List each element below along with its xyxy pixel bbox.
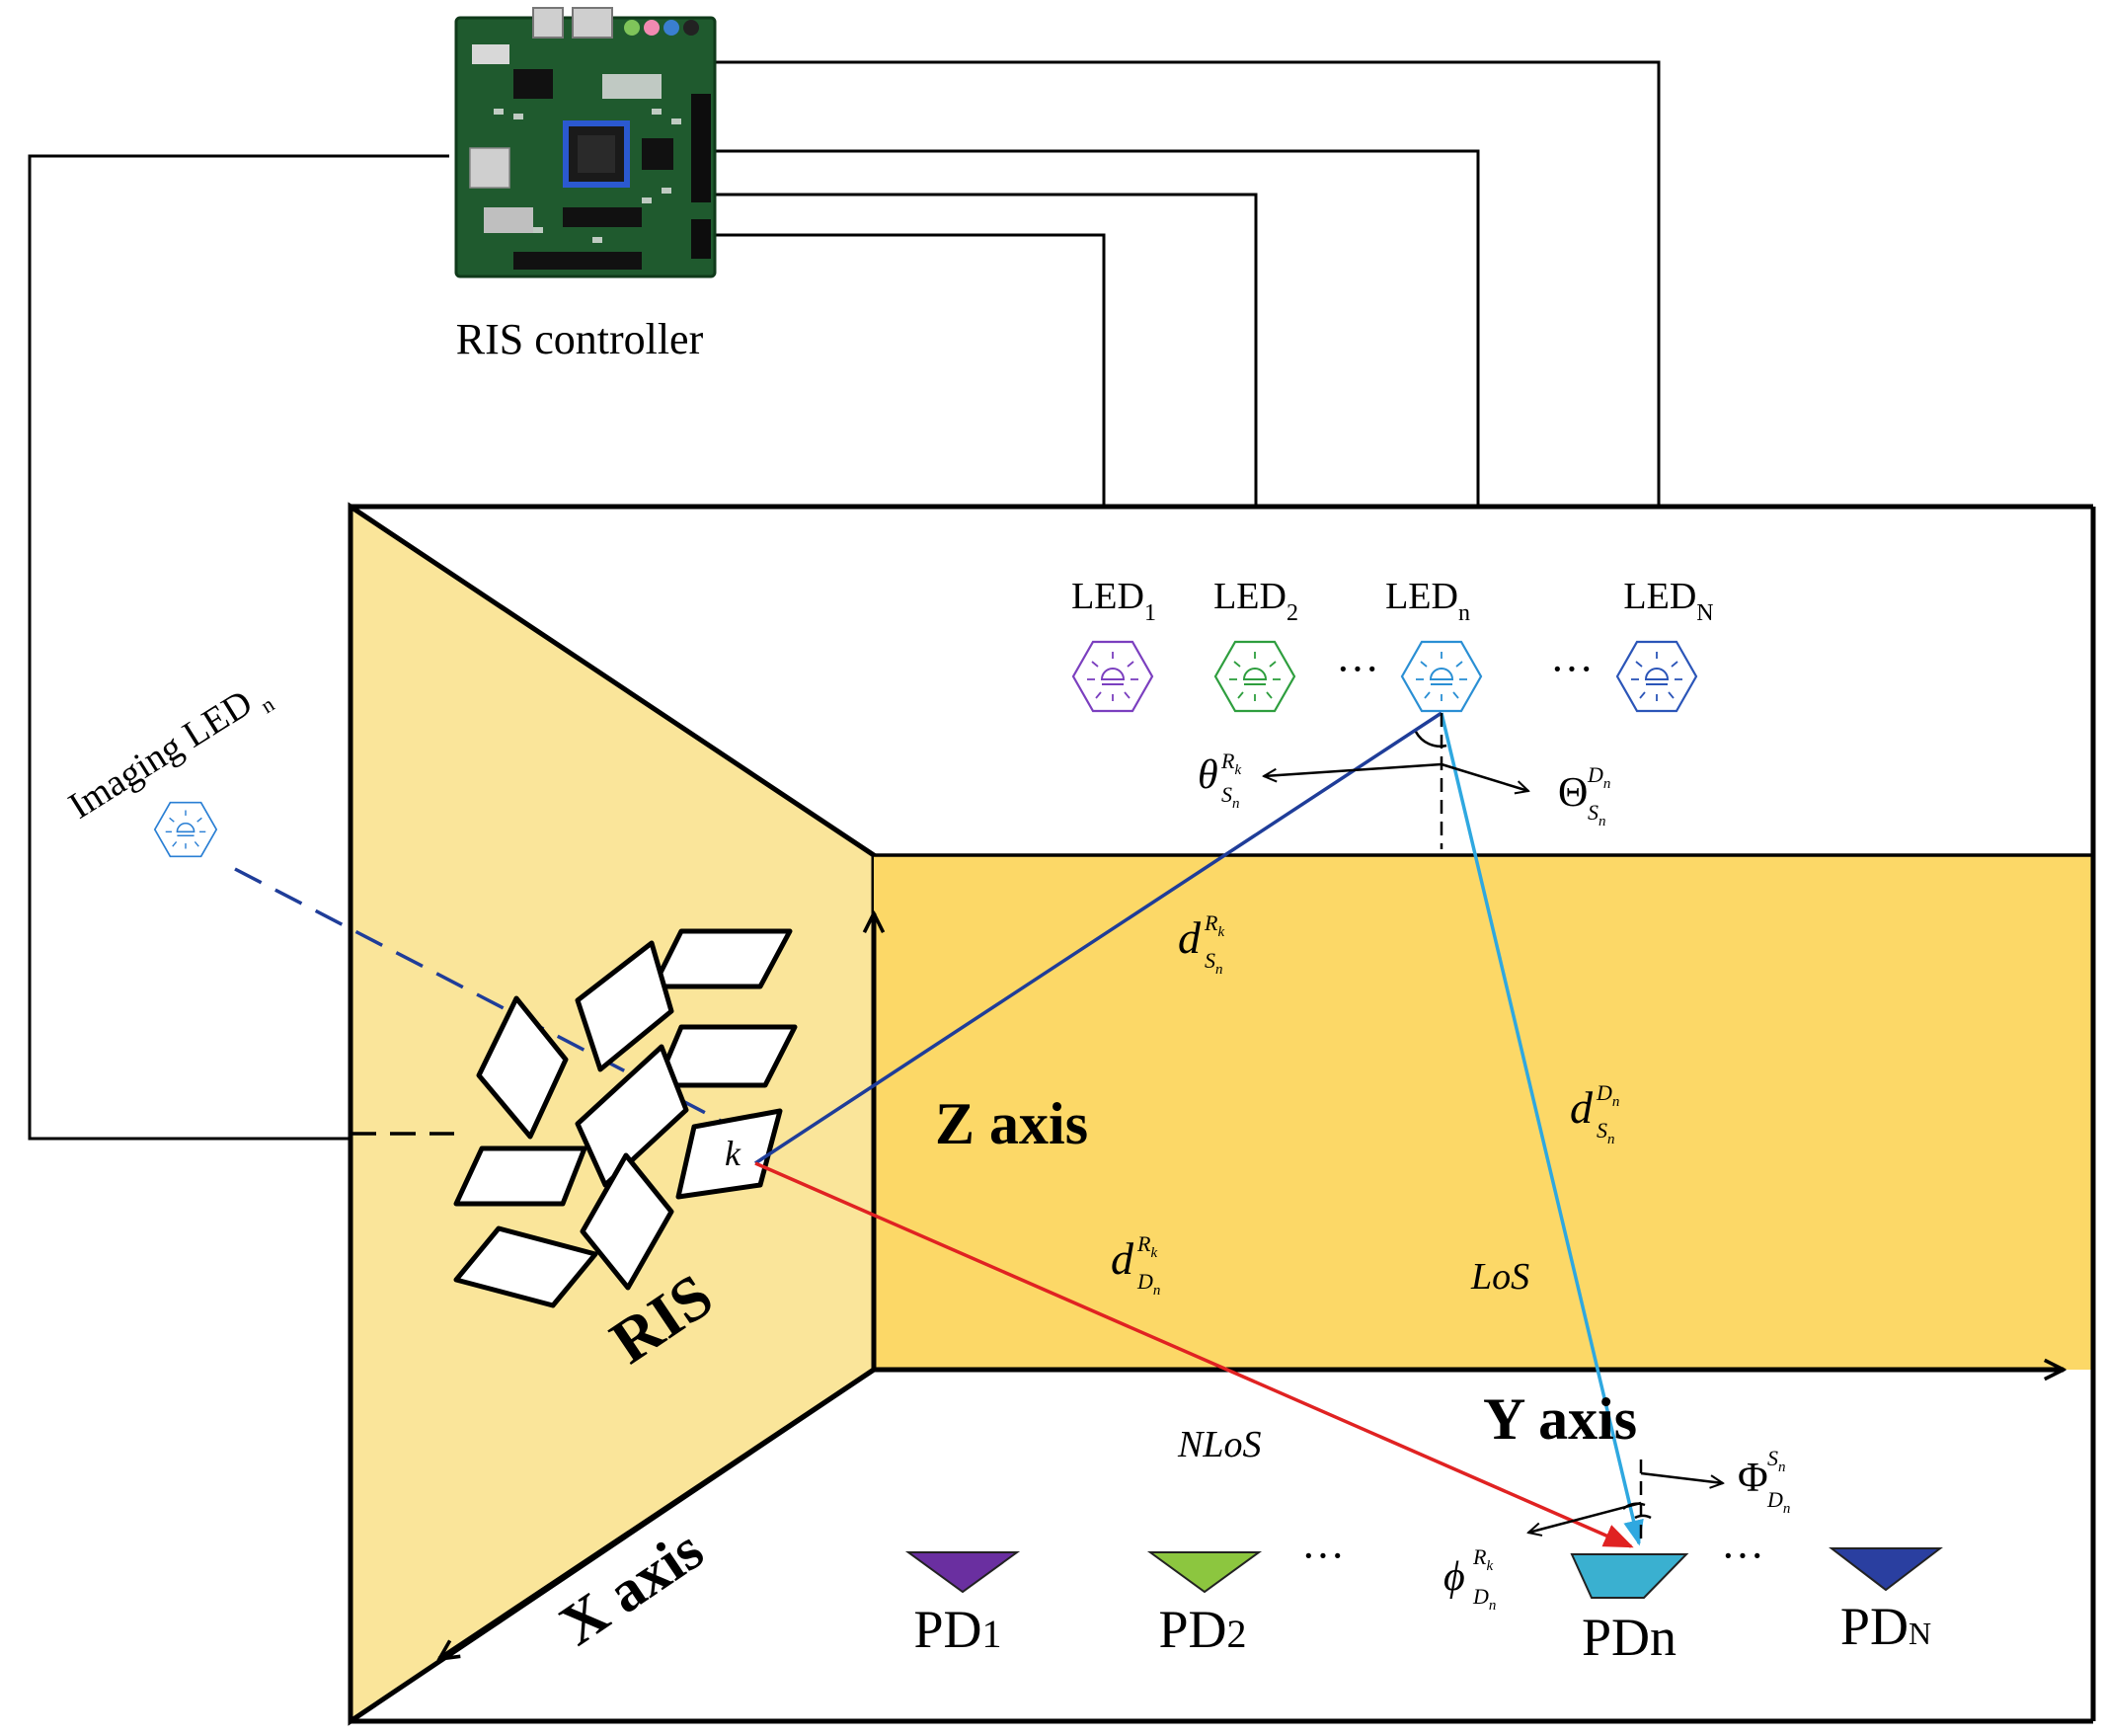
led-1-icon [1071,640,1154,713]
ris-elements [453,928,798,1308]
symbol-Theta-sn-dn: Θ Dn Sn [1558,762,1610,829]
led-2-icon [1213,640,1296,713]
ris-element [651,928,793,989]
los-label: LoS [1470,1256,1529,1298]
ris-element [476,995,569,1140]
floor-band [874,855,2093,1370]
symbol-phi-dn-rk: ϕ Rk Dn [1443,1544,1496,1614]
pd-2-label: PD2 [1158,1600,1246,1659]
room [348,502,2096,1726]
svg-text:d: d [1178,912,1202,963]
symbol-d-sn-dn: d Dn Sn [1570,1080,1619,1147]
led-array: LED1 LED2 ··· LEDn ··· LEDN [1071,576,1714,713]
svg-text:LEDn: LEDn [1385,576,1470,626]
x-axis-line [439,1367,876,1659]
y-axis-label: Y axis [1483,1386,1637,1452]
pd-n-icon [1570,1553,1689,1599]
led-n-icon [1400,640,1483,713]
pd-ellipsis-1: ··· [1301,1532,1345,1580]
pd-array: PD1 PD2 ··· PDn ··· PDN [904,1532,1943,1667]
svg-text:Rk: Rk [1472,1544,1493,1574]
ris-element [580,1152,674,1291]
svg-text:Rk: Rk [1136,1231,1157,1261]
link-nlos [754,1161,1634,1548]
pd-angle-guides [1528,1460,1723,1540]
svg-text:d: d [1111,1233,1134,1284]
svg-text:Sn: Sn [1597,1118,1615,1147]
symbol-d-sn-rk: d Rk Sn [1178,910,1224,978]
svg-text:Sn: Sn [1205,948,1223,978]
svg-text:LEDN: LEDN [1623,576,1713,626]
svg-text:Dn: Dn [1472,1584,1496,1614]
pd-N-label: PDN [1840,1597,1931,1656]
link-led-to-ris [754,711,1442,1165]
svg-text:LED2: LED2 [1213,576,1298,626]
svg-text:Φ: Φ [1738,1456,1768,1501]
pd-1-label: PD1 [913,1600,1001,1659]
led-ellipsis-1: ··· [1336,645,1379,693]
led-N-icon [1615,640,1698,713]
pd-ellipsis-2: ··· [1721,1532,1764,1580]
svg-text:LED1: LED1 [1071,576,1156,626]
link-los [1440,712,1644,1546]
ris-element [575,1044,689,1188]
led-angle-guides [1264,713,1528,849]
symbol-d-dn-rk: d Rk Dn [1111,1231,1160,1299]
ris-element [453,1145,587,1207]
svg-text:Dn: Dn [1596,1080,1619,1110]
controller-wiring [28,60,1661,1141]
ris-element-k-label: k [725,1134,741,1173]
led-ellipsis-2: ··· [1550,645,1594,693]
led-1: LED1 [1071,576,1156,713]
controller-label: RIS controller [456,315,704,363]
svg-text:Sn: Sn [1221,782,1240,812]
svg-text:Rk: Rk [1204,910,1224,940]
z-axis-label: Z axis [935,1091,1088,1156]
svg-text:Θ: Θ [1558,770,1588,816]
pd-n-label: PDn [1582,1608,1676,1667]
pd-1-icon [904,1551,1021,1594]
svg-text:θ: θ [1198,752,1218,798]
svg-text:Sn: Sn [1588,800,1606,829]
ris-element-k [675,1108,783,1200]
svg-text:Rk: Rk [1220,749,1241,778]
led-N: LEDN [1615,576,1714,713]
symbol-theta-sn-rk: θ Rk Sn [1198,749,1241,812]
ris-element [575,940,674,1072]
imaging-led-icon [153,801,218,858]
ris-element [453,1225,598,1308]
svg-text:d: d [1570,1082,1594,1133]
svg-text:Dn: Dn [1136,1269,1160,1299]
svg-text:Dn: Dn [1766,1487,1790,1517]
nlos-label: NLoS [1177,1424,1261,1465]
svg-text:Dn: Dn [1587,762,1610,792]
led-n: LEDn [1385,576,1483,713]
fpga-board-icon [454,7,717,278]
svg-text:Sn: Sn [1767,1446,1786,1475]
pd-2-icon [1146,1551,1263,1594]
symbol-Phi-dn-sn: Φ Sn Dn [1738,1446,1790,1517]
pd-N-icon [1829,1547,1943,1592]
led-2: LED2 [1213,576,1298,713]
svg-text:ϕ: ϕ [1443,1554,1465,1600]
